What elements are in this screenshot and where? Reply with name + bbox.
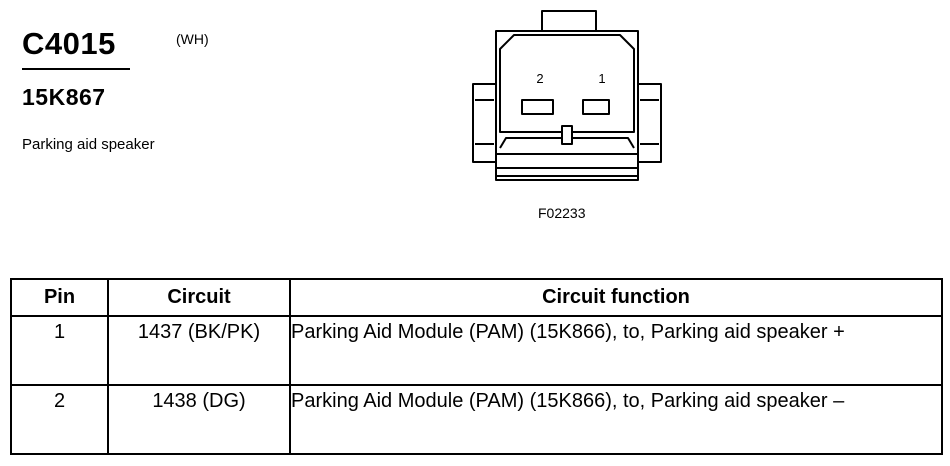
pin-label-2: 2 [536,71,543,86]
pin-cavity-2 [521,99,554,115]
connector-id: C4015 [22,26,116,61]
function-cell: Parking Aid Module (PAM) (15K866), to, P… [289,384,943,455]
column-header-function: Circuit function [289,278,943,317]
pin-cell: 2 [10,384,109,455]
pin-cell: 1 [10,315,109,386]
figure-code: F02233 [538,205,586,221]
pin-label-1: 1 [598,71,605,86]
connector-latch [541,10,597,32]
table-row: 1 1437 (BK/PK) Parking Aid Module (PAM) … [10,315,943,386]
column-header-pin: Pin [10,278,109,317]
pin-cavity-1 [582,99,610,115]
connector-right-ear [637,83,662,163]
column-header-circuit: Circuit [107,278,291,317]
polarizing-key [561,125,573,145]
table-header-row: Pin Circuit Circuit function [10,278,943,317]
connector-description: Parking aid speaker [22,136,155,153]
connector-left-ear [472,83,497,163]
function-cell: Parking Aid Module (PAM) (15K866), to, P… [289,315,943,386]
pin-table: Pin Circuit Circuit function 1 1437 (BK/… [10,278,943,455]
circuit-cell: 1438 (DG) [107,384,291,455]
connector-face-diagram: 2 1 [472,10,662,181]
table-row: 2 1438 (DG) Parking Aid Module (PAM) (15… [10,384,943,455]
circuit-cell: 1437 (BK/PK) [107,315,291,386]
title-underline [22,68,130,70]
color-code: (WH) [176,31,209,47]
part-number: 15K867 [22,84,106,110]
connector-inner-face [499,34,635,133]
connector-base-flange [495,167,639,181]
